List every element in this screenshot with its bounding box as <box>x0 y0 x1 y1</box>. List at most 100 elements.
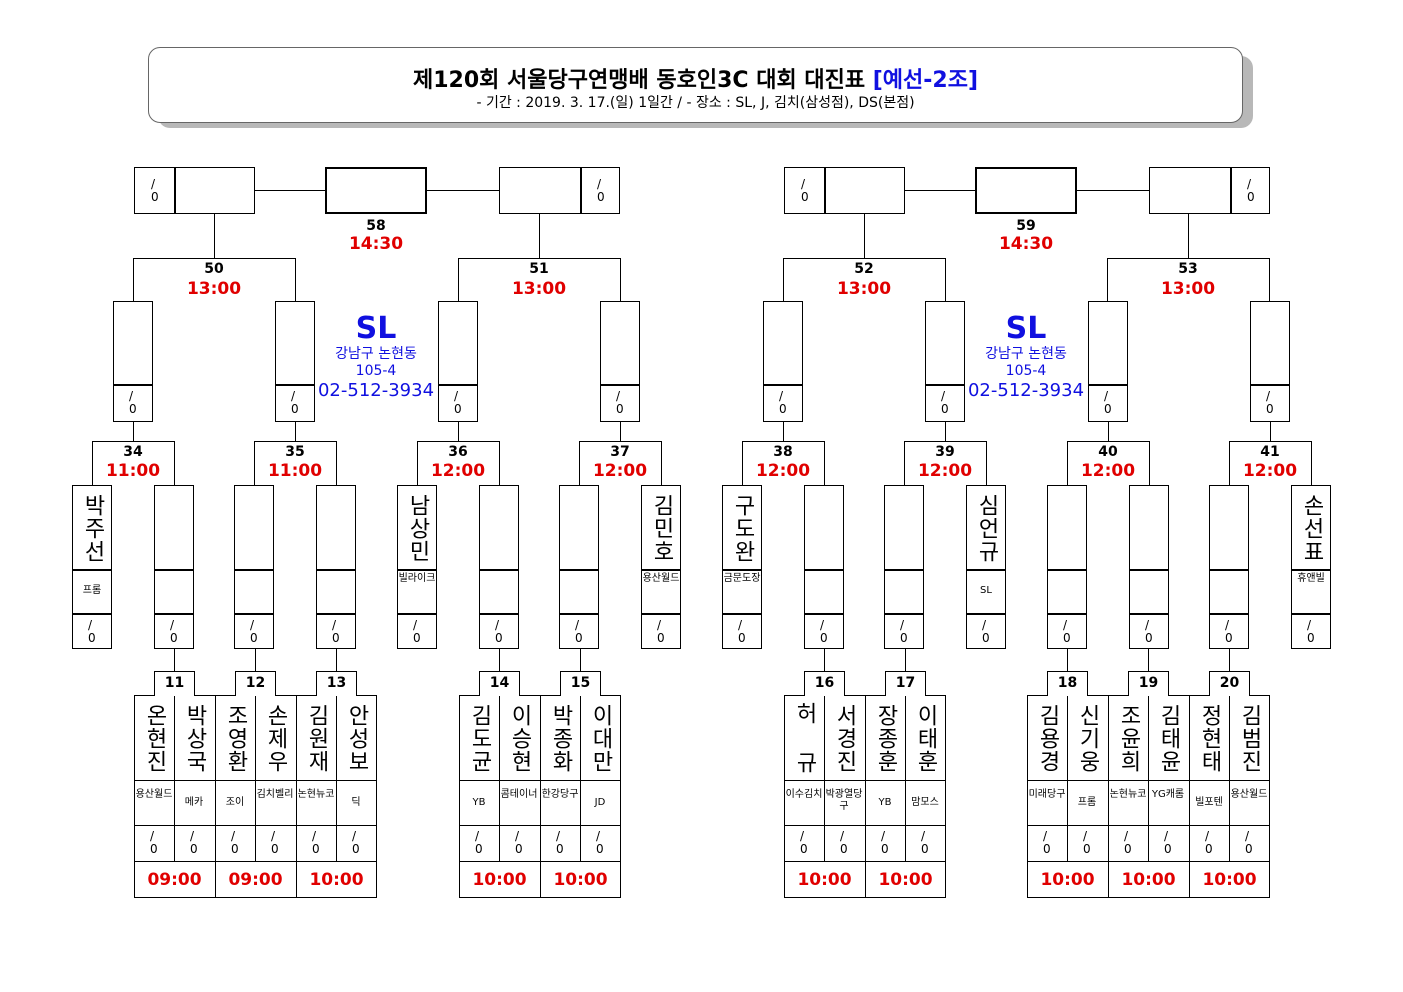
final-winner-box <box>325 167 427 214</box>
connector-line <box>945 422 946 441</box>
connector-line <box>1229 649 1230 671</box>
player-name: 장종훈 <box>873 703 898 773</box>
slot-divider <box>397 569 437 571</box>
match-time: 12:00 <box>1242 461 1298 481</box>
match-number-tab: 13 <box>316 671 357 696</box>
connector-line <box>254 441 336 442</box>
connector-line <box>336 649 337 671</box>
player-name: 이태훈 <box>913 703 938 773</box>
player-club: 딕 <box>351 797 361 808</box>
connector-line <box>133 258 295 259</box>
qf-winner-slot <box>1088 301 1128 422</box>
score-value: / 0 <box>1145 618 1153 645</box>
connector-line <box>904 441 905 485</box>
connector-line <box>824 441 825 485</box>
final-slot-divider <box>174 167 176 214</box>
player-club: 빌포텐 <box>1195 797 1223 808</box>
connector-line <box>904 441 986 442</box>
match-number-tab: 17 <box>885 671 926 696</box>
player-club: 이수김치 <box>785 789 823 800</box>
match-time: 10:00 <box>1202 870 1257 890</box>
slot-divider <box>1047 613 1087 615</box>
connector-line <box>499 441 500 485</box>
table-line <box>1027 861 1270 862</box>
connector-line <box>783 258 945 259</box>
player-club: 논현뉴코 <box>1109 789 1147 800</box>
player-slot <box>1291 485 1331 649</box>
match-number-tab: 14 <box>479 671 520 696</box>
player-name: 박종화 <box>548 703 573 773</box>
seeded-player-name: 박주선 <box>80 493 105 563</box>
match-time: 11:00 <box>105 461 161 481</box>
player-slot <box>804 485 844 649</box>
connector-line <box>427 190 499 191</box>
score-value: / 0 <box>800 829 808 856</box>
player-slot <box>1209 485 1249 649</box>
connector-line <box>742 441 743 485</box>
player-slot <box>479 485 519 649</box>
qf-winner-slot <box>113 301 153 422</box>
match-number-tab: 12 <box>235 671 276 696</box>
match-time: 10:00 <box>553 870 608 890</box>
seeded-player-club: 빌라이크 <box>398 573 436 584</box>
final-slot-right <box>1149 167 1270 214</box>
match-number: 53 <box>1178 261 1198 277</box>
seeded-player-name: 심언규 <box>974 493 999 563</box>
match-number: 36 <box>448 444 468 460</box>
match-time: 10:00 <box>1121 870 1176 890</box>
header-box: 제120회 서울당구연맹배 동호인3C 대회 대진표 [예선-2조] - 기간 … <box>148 47 1243 123</box>
match-time: 13:00 <box>836 279 892 299</box>
connector-line <box>336 441 337 485</box>
slot-divider <box>479 569 519 571</box>
score-value: / 0 <box>881 829 889 856</box>
match-number: 34 <box>123 444 143 460</box>
match-number-tab: 20 <box>1209 671 1250 696</box>
slot-divider <box>925 384 965 386</box>
table-line <box>1229 695 1230 861</box>
slot-divider <box>1209 569 1249 571</box>
connector-line <box>1229 441 1311 442</box>
table-line <box>865 695 866 898</box>
table-line <box>1148 695 1149 861</box>
qf-winner-slot <box>438 301 478 422</box>
match-time: 13:00 <box>1160 279 1216 299</box>
connector-line <box>620 258 621 301</box>
match-time: 10:00 <box>1040 870 1095 890</box>
match-time: 09:00 <box>228 870 283 890</box>
slot-divider <box>1291 569 1331 571</box>
connector-line <box>214 214 215 258</box>
slot-divider <box>438 384 478 386</box>
score-value: / 0 <box>900 618 908 645</box>
slot-divider <box>72 613 112 615</box>
table-line <box>255 695 256 861</box>
score-value: / 0 <box>1083 829 1091 856</box>
score-value: / 0 <box>921 829 929 856</box>
connector-line <box>255 190 325 191</box>
score-value: / 0 <box>454 389 462 416</box>
match-time: 10:00 <box>878 870 933 890</box>
connector-line <box>539 214 540 258</box>
match-time: 13:00 <box>511 279 567 299</box>
match-time: 14:30 <box>348 234 404 254</box>
score-value: / 0 <box>250 618 258 645</box>
player-name: 김범진 <box>1237 703 1262 773</box>
player-name: 정현태 <box>1197 703 1222 773</box>
final-slot-left <box>784 167 905 214</box>
player-club: 프롬 <box>1077 797 1097 808</box>
connector-line <box>92 441 174 442</box>
connector-line <box>986 441 987 485</box>
player-club: 맘모스 <box>911 797 939 808</box>
player-name: 이승현 <box>507 703 532 773</box>
player-club: 용산월드 <box>135 789 173 800</box>
match-time: 10:00 <box>309 870 364 890</box>
player-slot <box>1047 485 1087 649</box>
player-slot <box>234 485 274 649</box>
score-value: / 0 <box>1307 618 1315 645</box>
connector-line <box>174 441 175 485</box>
connector-line <box>1067 649 1068 671</box>
match-time: 09:00 <box>147 870 202 890</box>
player-club: 용산월드 <box>1230 789 1268 800</box>
player-club: YB <box>472 797 486 808</box>
player-name: 이대만 <box>588 703 613 773</box>
score-value: / 0 <box>495 618 503 645</box>
